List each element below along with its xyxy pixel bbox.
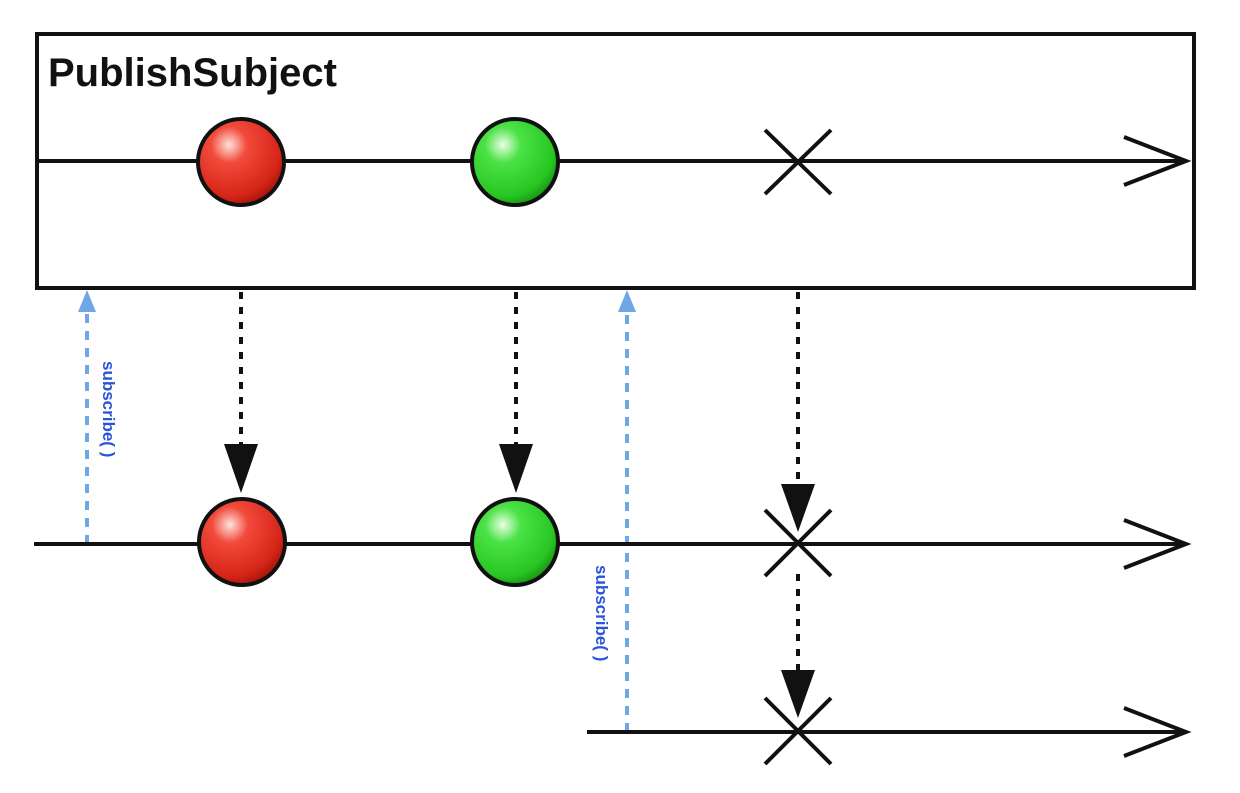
error-arrow-subscriber-1	[781, 292, 815, 532]
source-red-item	[196, 117, 286, 207]
diagram-title: PublishSubject	[48, 51, 337, 95]
subscriber-2-error-mark	[763, 696, 833, 766]
subscribe-marker-2: subscribe( )	[592, 290, 636, 732]
subscriber-1-timeline	[34, 497, 1192, 587]
emission-arrow-green	[499, 292, 533, 493]
publish-subject-box: PublishSubject	[35, 32, 1196, 290]
subscriber-2-arrowhead	[1123, 706, 1192, 758]
source-timeline-arrowhead	[1123, 135, 1192, 187]
subscriber-1-error-mark	[763, 508, 833, 578]
emission-arrow-red	[224, 292, 258, 493]
subscriber-1-red-item	[197, 497, 287, 587]
subscriber-1-green-item	[470, 497, 560, 587]
source-green-item	[470, 117, 560, 207]
subscribe-label-2: subscribe( )	[592, 565, 611, 661]
error-arrow-subscriber-2	[781, 574, 815, 718]
subscriber-2-timeline	[587, 696, 1192, 766]
subscribe-marker-1: subscribe( )	[78, 290, 118, 544]
source-error-mark	[763, 128, 833, 196]
subscriber-1-arrowhead	[1123, 518, 1192, 570]
subscribe-label-1: subscribe( )	[99, 361, 118, 457]
